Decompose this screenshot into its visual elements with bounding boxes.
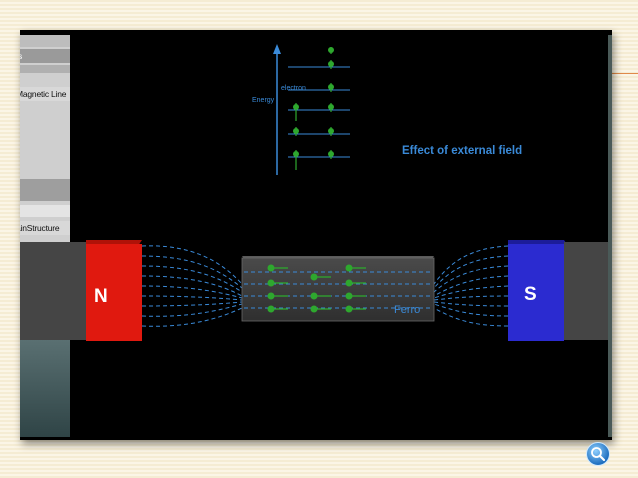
- magnifier-icon: [591, 447, 606, 462]
- sidebar-strip: [20, 205, 70, 217]
- sidebar-highlight: [20, 179, 70, 201]
- north-magnet: [20, 240, 142, 341]
- sidebar-divider: [20, 65, 70, 73]
- sidebar-item-1[interactable]: s: [20, 49, 70, 63]
- sidebar-strip: [20, 35, 70, 47]
- energy-electrons: [293, 47, 334, 157]
- window-right-edge: [608, 35, 612, 437]
- electron-spins: [295, 47, 332, 170]
- slide-accent-line: [612, 73, 638, 74]
- electron-label: electron: [281, 85, 306, 92]
- sidebar-item-magnetic-line[interactable]: Magnetic Line: [20, 87, 70, 101]
- sidebar-item-label: Magnetic Line: [20, 89, 67, 99]
- energy-axis-arrow: [273, 44, 281, 54]
- south-magnet: [508, 240, 608, 341]
- simulation-window: s Magnetic Line ainStructure: [20, 30, 612, 466]
- sidebar-item-grain-structure[interactable]: ainStructure: [20, 221, 70, 235]
- ferro-label: Ferro: [394, 304, 421, 316]
- sidebar-thumbnail: [20, 335, 70, 437]
- energy-level-diagram: [273, 44, 350, 175]
- aligned-electrons: [267, 264, 366, 313]
- field-lines-left: [141, 245, 243, 327]
- zoom-button[interactable]: [586, 442, 610, 466]
- sidebar-item-label: s: [20, 51, 68, 61]
- magnetism-diagram: [20, 44, 608, 341]
- sidebar-item-label: ainStructure: [20, 223, 60, 233]
- north-pole-label: N: [94, 286, 108, 307]
- field-lines-right: [433, 245, 509, 327]
- south-pole-label: S: [524, 284, 537, 305]
- energy-axis-label: Energy: [252, 97, 275, 104]
- diagram-caption: Effect of external field: [402, 145, 523, 157]
- sidebar: s Magnetic Line ainStructure: [20, 35, 70, 437]
